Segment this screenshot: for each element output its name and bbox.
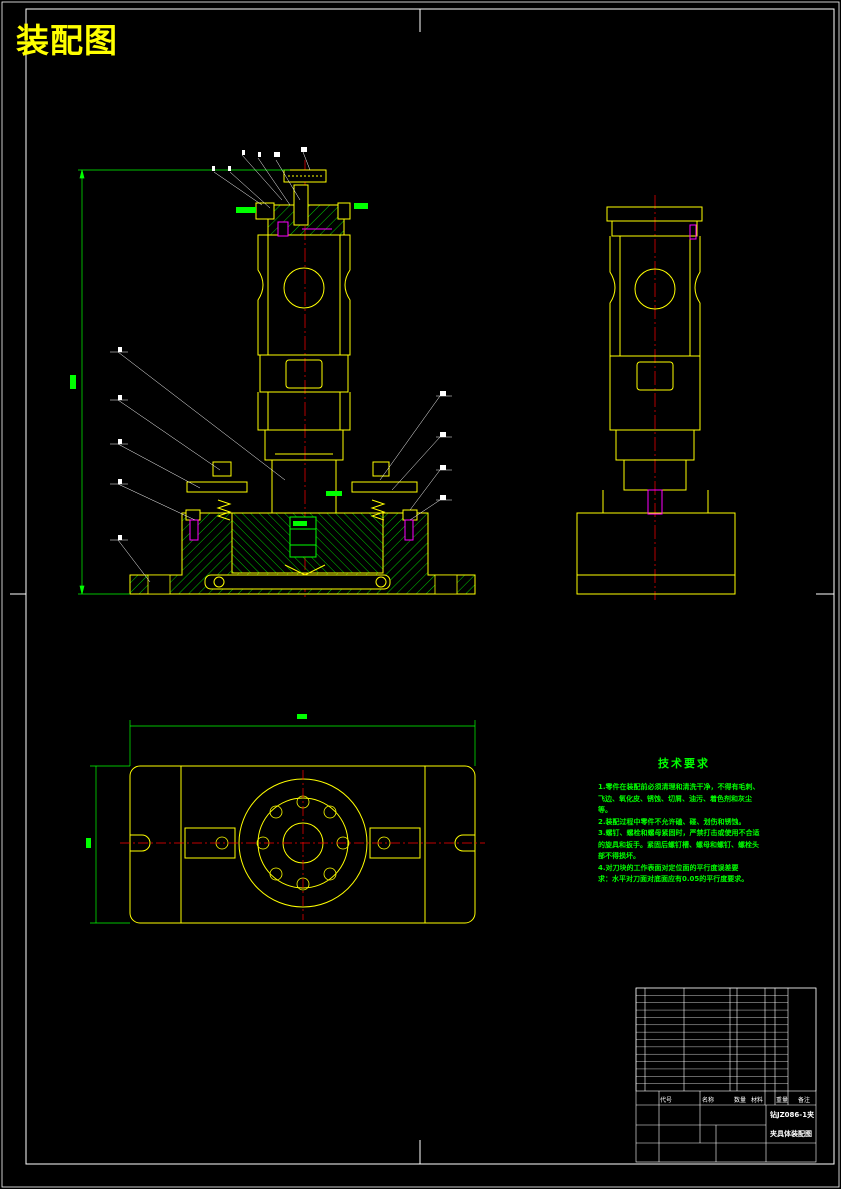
side-view — [576, 195, 736, 600]
parts-list-rows — [636, 995, 788, 1084]
title-block-header: 重量 — [776, 1097, 789, 1104]
requirement-line: 部不得损坏。 — [598, 852, 640, 860]
front-section-view — [70, 147, 476, 600]
dimension-top — [86, 714, 476, 924]
workpiece-column — [257, 234, 351, 514]
requirement-line: 3.螺钉、螺栓和螺母紧固时，严禁打击或使用不合适 — [598, 829, 760, 837]
requirement-line: 2.装配过程中零件不允许磕、碰、划伤和锈蚀。 — [598, 817, 746, 826]
requirement-line: 等。 — [598, 806, 612, 814]
clamp-assembly — [185, 461, 418, 590]
technical-requirements-list: 1.零件在装配前必须清理和清洗干净，不得有毛刺、 飞边、氧化皮、锈蚀、切屑、油污… — [598, 782, 768, 886]
title-block-header: 材料 — [751, 1097, 764, 1104]
technical-requirements-title: 技术要求 — [658, 757, 710, 770]
dimension-height — [70, 169, 290, 595]
title-block-header: 名称 — [702, 1097, 715, 1104]
requirement-line: 的旋具和扳手。紧固后螺钉槽、螺母和螺钉、螺栓头 — [598, 840, 759, 849]
requirement-line: 飞边、氧化皮、锈蚀、切屑、油污、着色剂和灰尘 — [598, 794, 752, 803]
balloon-leaders — [110, 151, 452, 583]
requirement-line: 1.零件在装配前必须清理和清洗干净，不得有毛刺、 — [598, 783, 760, 791]
requirement-line: 4.对刀块的工作表面对定位面的平行度误差要 — [598, 863, 739, 872]
drawing-number: 钻JZ086-1夹 — [770, 1111, 815, 1119]
fit-annotations — [236, 203, 368, 526]
title-block-header: 代号 — [660, 1097, 673, 1104]
requirement-line: 求：水平对刀面对底面应有0.05的平行度要求。 — [598, 875, 749, 883]
balloon-numbers — [118, 147, 446, 540]
title-block-header: 数量 — [734, 1097, 747, 1104]
drawing-title: 装配图 — [16, 21, 118, 60]
title-block-header: 备注 — [798, 1097, 811, 1104]
drill-plate — [255, 169, 351, 237]
drawing-name: 夹具体装配图 — [770, 1130, 812, 1138]
top-view — [86, 714, 485, 924]
